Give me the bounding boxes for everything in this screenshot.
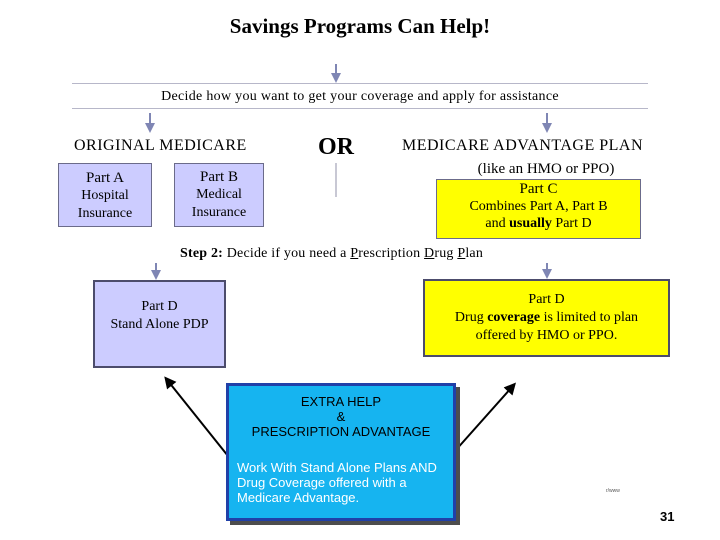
part-b-title: Part B <box>200 169 238 185</box>
part-d-ma-box: Part D Drug coverage is limited to plan … <box>423 279 670 357</box>
part-d-pdp-title: Part D <box>141 299 178 314</box>
part-d-pdp-line1: Stand Alone PDP <box>110 317 209 332</box>
part-c-usually: usually <box>509 216 552 231</box>
part-a-title: Part A <box>86 170 124 186</box>
part-c-line2: and usually Part D <box>437 215 640 232</box>
part-b-line2: Insurance <box>191 205 247 220</box>
part-b-box: Part B Medical Insurance <box>174 163 264 227</box>
step2-text-a: Decide if you need a <box>223 246 351 261</box>
slide-number: 31 <box>660 509 675 524</box>
step2-text-c: rug <box>434 246 458 261</box>
step2-prefix: Step 2: <box>180 246 224 261</box>
part-c-line2-pre: and <box>485 216 510 231</box>
step2-d: D <box>424 246 435 261</box>
part-c-line2-post: Part D <box>551 216 592 231</box>
part-d-ma-line1: Drug coverage is limited to plan <box>425 309 668 327</box>
part-d-ma-title: Part D <box>528 292 565 307</box>
step2-text-d: lan <box>465 246 484 261</box>
part-d-ma-line2: offered by HMO or PPO. <box>475 328 618 343</box>
step1-bottom-rule <box>72 108 648 109</box>
step1-text: Decide how you want to get your coverage… <box>161 89 559 104</box>
part-c-title: Part C <box>519 181 558 197</box>
part-d-ma-line1-post: is limited to plan <box>540 310 639 325</box>
part-a-box: Part A Hospital Insurance <box>58 163 152 227</box>
extra-help-right-arrow <box>454 382 516 452</box>
extra-help-line3: PRESCRIPTION ADVANTAGE <box>251 424 431 439</box>
or-label: OR <box>318 134 354 160</box>
part-a-line1: Hospital <box>81 188 129 203</box>
part-a-line2: Insurance <box>77 206 133 221</box>
part-c-box: Part C Combines Part A, Part B and usual… <box>436 179 641 239</box>
step2-pl: P <box>457 246 466 261</box>
extra-help-title: EXTRA HELP & PRESCRIPTION ADVANTAGE <box>229 394 453 439</box>
step1-top-rule <box>72 83 648 84</box>
original-medicare-heading: ORIGINAL MEDICARE <box>74 137 247 154</box>
part-d-pdp-box: Part D Stand Alone PDP <box>93 280 226 368</box>
part-d-ma-line1-pre: Drug <box>454 310 488 325</box>
page-title: Savings Programs Can Help! <box>229 14 491 38</box>
extra-help-line1: EXTRA HELP <box>300 394 382 409</box>
step2-p: P <box>350 246 359 261</box>
extra-help-box: EXTRA HELP & PRESCRIPTION ADVANTAGE Work… <box>226 383 456 521</box>
extra-help-line2: & <box>336 409 346 424</box>
hmo-ppo-note: (like an HMO or PPO) <box>477 161 615 177</box>
step2-text-b: rescription <box>358 246 425 261</box>
part-c-line1: Combines Part A, Part B <box>469 199 608 214</box>
extra-help-body: Work With Stand Alone Plans AND Drug Cov… <box>237 460 437 505</box>
medicare-advantage-heading: MEDICARE ADVANTAGE PLAN <box>402 137 644 154</box>
footnote: r/www <box>606 488 620 494</box>
step2-text: Step 2: Decide if you need a Prescriptio… <box>180 246 483 262</box>
extra-help-left-arrow <box>164 376 229 457</box>
part-b-line1: Medical <box>196 187 242 202</box>
part-d-ma-coverage: coverage <box>487 310 541 325</box>
